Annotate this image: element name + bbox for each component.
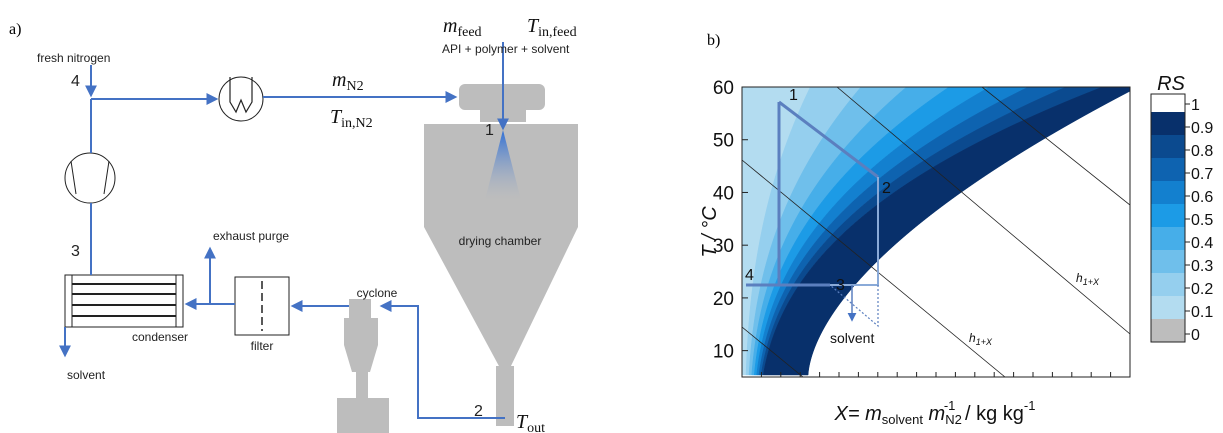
spray-cone xyxy=(485,130,521,200)
y-tick-label: 30 xyxy=(713,236,734,257)
feed-mass-flow-label: mfeed xyxy=(443,15,482,40)
colorbar-tick-label: 1 xyxy=(1191,97,1200,114)
y-tick-label: 10 xyxy=(713,342,734,363)
heater xyxy=(218,76,264,122)
colorbar-swatches xyxy=(1150,93,1186,343)
colorbar-tick-label: 0.5 xyxy=(1191,212,1213,229)
isenthalpic-line xyxy=(742,159,1006,377)
chart-state-2: 2 xyxy=(882,180,891,197)
cyclone-leg xyxy=(356,372,368,400)
heater-coil-icon xyxy=(229,77,253,114)
colorbar-tick-label: 0.1 xyxy=(1191,304,1213,321)
compressor xyxy=(64,152,116,204)
feed-temperature-label: Tin,feed xyxy=(527,15,577,40)
chamber-body xyxy=(424,124,578,368)
colorbar-tick-label: 0.4 xyxy=(1191,235,1213,252)
exhaust-purge-label: exhaust purge xyxy=(213,229,289,243)
panel-a-label: a) xyxy=(9,21,21,38)
feed-description: API + polymer + solvent xyxy=(442,42,570,56)
chamber-outlet xyxy=(496,366,514,426)
colorbar-tick-label: 0.2 xyxy=(1191,281,1213,298)
filter-label: filter xyxy=(251,339,274,353)
isenthalpic-label: h1+X xyxy=(1076,271,1100,287)
drying-chamber: drying chamber xyxy=(424,84,578,426)
n2-temperature-label: Tin,N2 xyxy=(330,106,373,131)
colorbar-swatch xyxy=(1151,296,1185,319)
isenthalpic-line xyxy=(836,87,1130,335)
filter: filter xyxy=(234,276,290,353)
colorbar-swatch xyxy=(1151,273,1185,296)
condenser-box xyxy=(64,274,184,328)
drying-chamber-label: drying chamber xyxy=(459,234,542,248)
cyclone-label: cyclone xyxy=(357,286,398,300)
x-axis-ticks xyxy=(760,372,1112,377)
compressor-blade xyxy=(70,160,77,195)
colorbar-swatch xyxy=(1151,94,1185,112)
colorbar-swatch xyxy=(1151,112,1185,135)
n2-mass-flow-label: mN2 xyxy=(332,69,364,94)
y-tick-label: 40 xyxy=(713,183,734,204)
cycle-segment-1-2 xyxy=(778,100,879,179)
colorbar-tick-label: 0.9 xyxy=(1191,120,1213,137)
state-1-label: 1 xyxy=(485,122,494,139)
colorbar-tick-label: 0 xyxy=(1191,327,1200,344)
condenser-label: condenser xyxy=(132,330,188,344)
rs-heatmap xyxy=(742,87,1130,377)
colorbar-swatch xyxy=(1151,204,1185,227)
x-axis-label: X= msolvent mN2-1 / kg kg-1 xyxy=(834,398,1036,427)
chart-state-1: 1 xyxy=(789,87,798,104)
cyclone-cone xyxy=(344,318,378,372)
colorbar-swatch xyxy=(1151,158,1185,181)
state-3-label: 3 xyxy=(71,243,80,260)
compressor-blade xyxy=(103,160,110,195)
colorbar-title: RS xyxy=(1157,73,1185,95)
panel-b-label: b) xyxy=(707,32,720,49)
colorbar-swatch xyxy=(1151,319,1185,342)
y-tick-label: 50 xyxy=(713,131,734,152)
colorbar-tick-label: 0.8 xyxy=(1191,143,1213,160)
solvent-label: solvent xyxy=(67,368,106,382)
cyclone-top xyxy=(349,299,371,319)
isenthalpic-line xyxy=(981,87,1130,206)
condensation-dotted xyxy=(829,284,879,328)
chart-state-4: 4 xyxy=(745,267,754,284)
colorbar-tick-label: 0.6 xyxy=(1191,189,1213,206)
state-4-label: 4 xyxy=(71,73,80,90)
colorbar-frame xyxy=(1150,93,1186,343)
cyclone-collector xyxy=(337,398,389,433)
y-tick-label: 60 xyxy=(713,78,734,99)
process-lines xyxy=(59,42,509,419)
condenser: condenser xyxy=(64,274,188,344)
colorbar-swatch xyxy=(1151,227,1185,250)
isenthalpic-line xyxy=(742,326,804,377)
chamber-to-cyclone-line xyxy=(379,300,505,419)
cyclone: cyclone xyxy=(337,286,398,433)
fresh-nitrogen-label: fresh nitrogen xyxy=(37,51,110,65)
state-2-label: 2 xyxy=(474,403,483,420)
colorbar-tick-label: 0.3 xyxy=(1191,258,1213,275)
colorbar-swatch xyxy=(1151,181,1185,204)
colorbar-tick-label: 0.7 xyxy=(1191,166,1213,183)
compressor-circle xyxy=(64,152,116,204)
chart-state-3: 3 xyxy=(836,277,845,294)
y-tick-label: 20 xyxy=(713,289,734,310)
colorbar-swatch xyxy=(1151,135,1185,158)
outlet-temperature-label: Tout xyxy=(516,411,545,433)
panel-a: a) drying chamber cyclone filter xyxy=(9,15,578,433)
colorbar-swatch xyxy=(1151,250,1185,273)
isenthalpic-lines xyxy=(742,87,1130,377)
condensation-path xyxy=(829,284,879,328)
colorbar-ticks: 1 0.9 0.8 0.7 0.6 0.5 0.4 0.3 0.2 0.1 0 xyxy=(1185,97,1213,344)
heatmap-band xyxy=(763,87,1130,376)
chart-solvent-label: solvent xyxy=(830,330,874,346)
isenthalpic-label: h1+X xyxy=(969,331,993,347)
plot-axes: 10 20 30 40 50 60 xyxy=(713,78,1131,378)
cycle-path xyxy=(746,100,879,287)
y-axis-label: T / °C xyxy=(699,206,721,258)
y-axis-ticks: 10 20 30 40 50 60 xyxy=(713,78,748,363)
colorbar: RS 1 0.9 0.8 0.7 0.6 0.5 0.4 0.3 0.2 0.1 0 xyxy=(1150,73,1213,344)
